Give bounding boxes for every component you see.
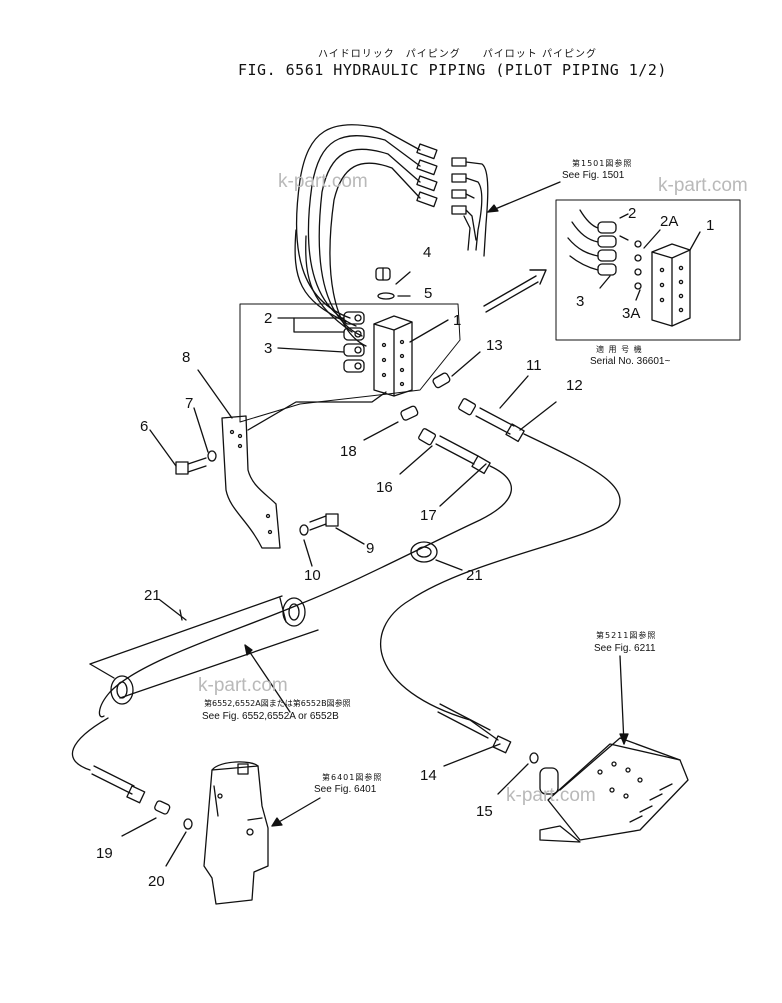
inset-fittings [567,209,642,290]
callout-16[interactable]: 16 [376,479,393,496]
inset-callout-2A[interactable]: 2A [660,213,679,230]
bracket-8 [221,415,281,549]
connector-18 [400,405,419,421]
washer-7 [207,450,217,462]
connector-13 [432,372,451,389]
bolt-9 [309,513,339,531]
inset-frame [555,199,741,341]
callout-8[interactable]: 8 [182,349,191,366]
fig1501-ref[interactable]: See Fig. 1501 [562,170,625,181]
hose-11 [380,375,621,741]
hose-end-fittings [416,143,489,257]
o-ring-5 [377,292,395,300]
callout-21-right[interactable]: 21 [466,567,483,584]
clamp-21-right [410,541,438,563]
watermark-bottom: k-part.com [506,785,596,806]
callout-3[interactable]: 3 [264,340,273,357]
o-ring-15 [529,752,539,764]
elbow-fittings-2-3 [343,311,365,373]
hose-16 [98,428,512,718]
junction-block-1 [373,315,413,397]
callout-10[interactable]: 10 [304,567,321,584]
fig6211-leader [619,655,625,745]
inset-callout-1[interactable]: 1 [706,217,715,234]
bolt-6 [175,457,207,475]
figure-title: FIG. 6561 HYDRAULIC PIPING (PILOT PIPING… [238,61,667,79]
pilot-hose-bundle [294,124,421,347]
callout-12[interactable]: 12 [566,377,583,394]
callout-20[interactable]: 20 [148,873,165,890]
callout-2[interactable]: 2 [264,310,273,327]
callout-14[interactable]: 14 [420,767,437,784]
callout-4[interactable]: 4 [423,244,432,261]
block-group-outline [239,303,461,423]
fig6552-ref[interactable]: See Fig. 6552,6552A or 6552B [202,711,339,722]
control-valve [539,737,689,843]
watermark-top: k-part.com [278,171,368,192]
fig6552-leader [244,644,291,713]
callout-15[interactable]: 15 [476,803,493,820]
callout-13[interactable]: 13 [486,337,503,354]
fig6211-ref[interactable]: See Fig. 6211 [594,643,656,654]
detail-arrow [483,269,547,307]
watermark-middle: k-part.com [198,675,288,696]
callout-18[interactable]: 18 [340,443,357,460]
callout-6[interactable]: 6 [140,418,149,435]
japanese-title: ハイドロリック パイピング パイロット パイピング [318,49,597,60]
callout-9[interactable]: 9 [366,540,375,557]
plug-4 [375,267,391,281]
swivel-joint [203,761,269,905]
fig1501-leader [487,181,561,213]
o-ring-20 [183,818,193,830]
fig6552-ref-jp: 第6552,6552A図または第6552B図参照 [204,699,351,708]
callout-21-left[interactable]: 21 [144,587,161,604]
fig6401-ref[interactable]: See Fig. 6401 [314,784,377,795]
callout-11[interactable]: 11 [526,357,542,374]
callout-5[interactable]: 5 [424,285,433,302]
watermark-right: k-part.com [658,175,748,196]
serial-ref-jp: 適 用 号 機 [596,345,643,354]
inset-callout-3[interactable]: 3 [576,293,585,310]
callout-7[interactable]: 7 [185,395,194,412]
fig1501-ref-jp: 第1501図参照 [572,159,633,168]
callout-19[interactable]: 19 [96,845,113,862]
inset-callout-2[interactable]: 2 [628,205,637,222]
fig6211-ref-jp: 第5211図参照 [596,631,657,640]
inset-block-1 [651,243,691,327]
washer-10 [299,524,309,536]
serial-number: Serial No. 36601~ [590,356,671,367]
hose-19 [71,717,171,815]
callout-17[interactable]: 17 [420,507,437,524]
connector-14 [437,703,512,754]
inset-callout-3A[interactable]: 3A [622,305,641,322]
callout-1[interactable]: 1 [453,312,462,329]
fig6401-ref-jp: 第6401図参照 [322,773,383,782]
